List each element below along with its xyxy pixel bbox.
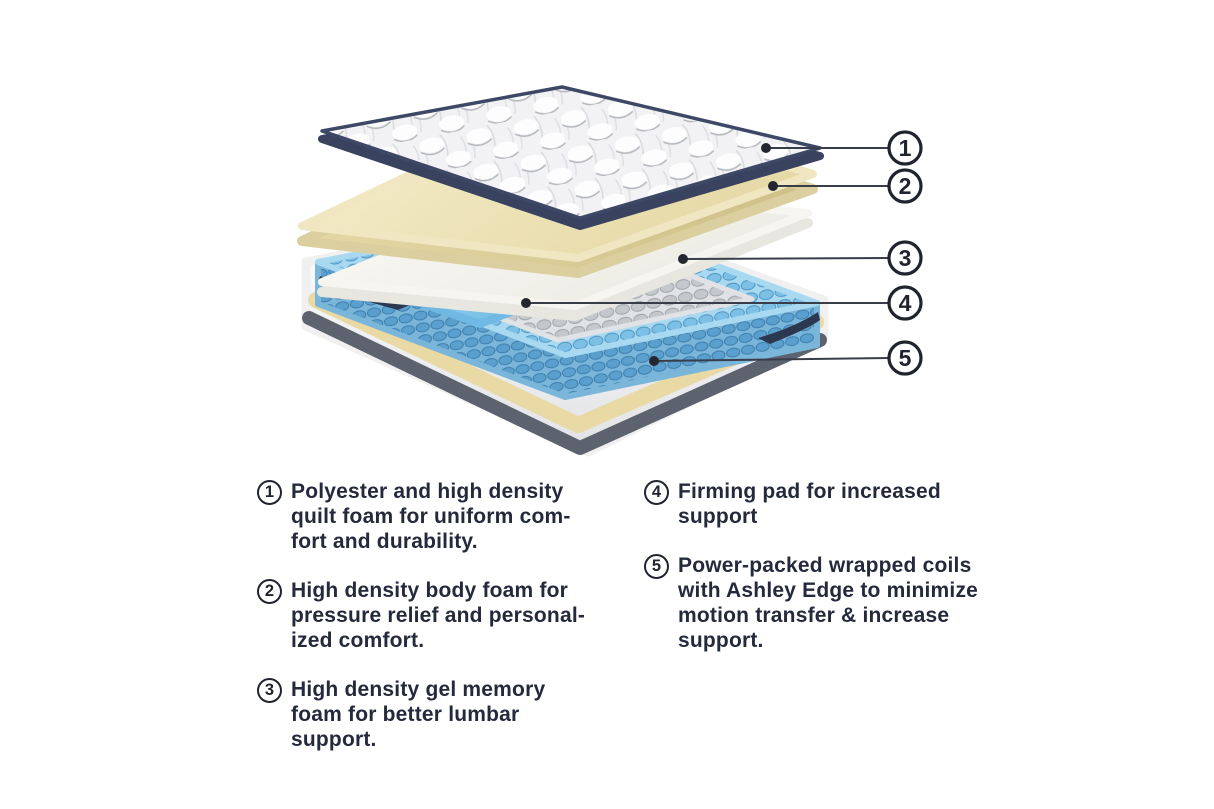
callout-circle-5: 5 xyxy=(887,340,923,376)
base-right-accent-stripe xyxy=(758,312,820,344)
legend-text-line: motion transfer & increase xyxy=(678,604,950,627)
legend-text-4: Firming pad for increased support xyxy=(678,479,941,529)
quilted-top-layer xyxy=(318,85,824,230)
legend-num-1: 1 xyxy=(257,480,282,505)
callout-dot-4 xyxy=(521,298,531,308)
svg-text:4: 4 xyxy=(899,290,912,316)
svg-text:1: 1 xyxy=(899,135,912,161)
callout-dot-2 xyxy=(768,181,778,191)
legend-item-1: 1 Polyester and high density quilt foam … xyxy=(257,479,571,554)
legend-text-line: Power-packed wrapped coils xyxy=(678,554,972,577)
legend-num-2: 2 xyxy=(257,579,282,604)
legend-text-line: High density body foam for xyxy=(291,579,569,602)
legend-item-3: 3 High density gel memory foam for bette… xyxy=(257,677,545,752)
callout-lines xyxy=(526,147,890,362)
base-bottom-edge xyxy=(302,311,827,455)
legend-item-5: 5 Power-packed wrapped coils with Ashley… xyxy=(644,553,978,653)
legend-text-line: Polyester and high density xyxy=(291,480,564,503)
legend-item-2: 2 High density body foam for pressure re… xyxy=(257,578,585,653)
legend-num-4: 4 xyxy=(644,480,669,505)
legend-text-line: support xyxy=(678,505,758,528)
callout-circle-4: 4 xyxy=(887,285,923,321)
legend-text-5: Power-packed wrapped coils with Ashley E… xyxy=(678,553,978,653)
callout-line-3 xyxy=(682,257,890,260)
legend-text-line: foam for better lumbar xyxy=(291,703,520,726)
callout-circle-3: 3 xyxy=(887,240,923,276)
legend-num-5: 5 xyxy=(644,554,669,579)
legend-item-4: 4 Firming pad for increased support xyxy=(644,479,941,529)
callout-dot-3 xyxy=(678,254,688,264)
legend-text-2: High density body foam for pressure reli… xyxy=(291,578,585,653)
legend-text-line: with Ashley Edge to minimize xyxy=(678,579,979,602)
legend-text-line: Firming pad for increased xyxy=(678,480,941,503)
callout-circle-2: 2 xyxy=(887,168,923,204)
legend-text-line: quilt foam for uniform com- xyxy=(291,505,571,528)
callout-dot-5 xyxy=(649,356,659,366)
legend-text-1: Polyester and high density quilt foam fo… xyxy=(291,479,571,554)
legend-text-3: High density gel memory foam for better … xyxy=(291,677,545,752)
svg-text:3: 3 xyxy=(899,245,912,271)
legend-text-line: support. xyxy=(678,629,764,652)
callout-line-5 xyxy=(653,357,890,362)
legend-text-line: ized comfort. xyxy=(291,629,425,652)
legend-text-line: support. xyxy=(291,728,377,751)
callout-dots xyxy=(521,143,778,366)
legend-text-line: pressure relief and personal- xyxy=(291,604,586,627)
svg-text:2: 2 xyxy=(899,173,912,199)
callout-circles: 1 2 3 4 5 xyxy=(887,130,923,376)
legend-num-3: 3 xyxy=(257,678,282,703)
callout-dot-1 xyxy=(761,143,771,153)
svg-text:5: 5 xyxy=(899,345,912,371)
callout-circle-1: 1 xyxy=(887,130,923,166)
legend-text-line: High density gel memory xyxy=(291,678,546,701)
legend-text-line: fort and durability. xyxy=(291,530,478,553)
